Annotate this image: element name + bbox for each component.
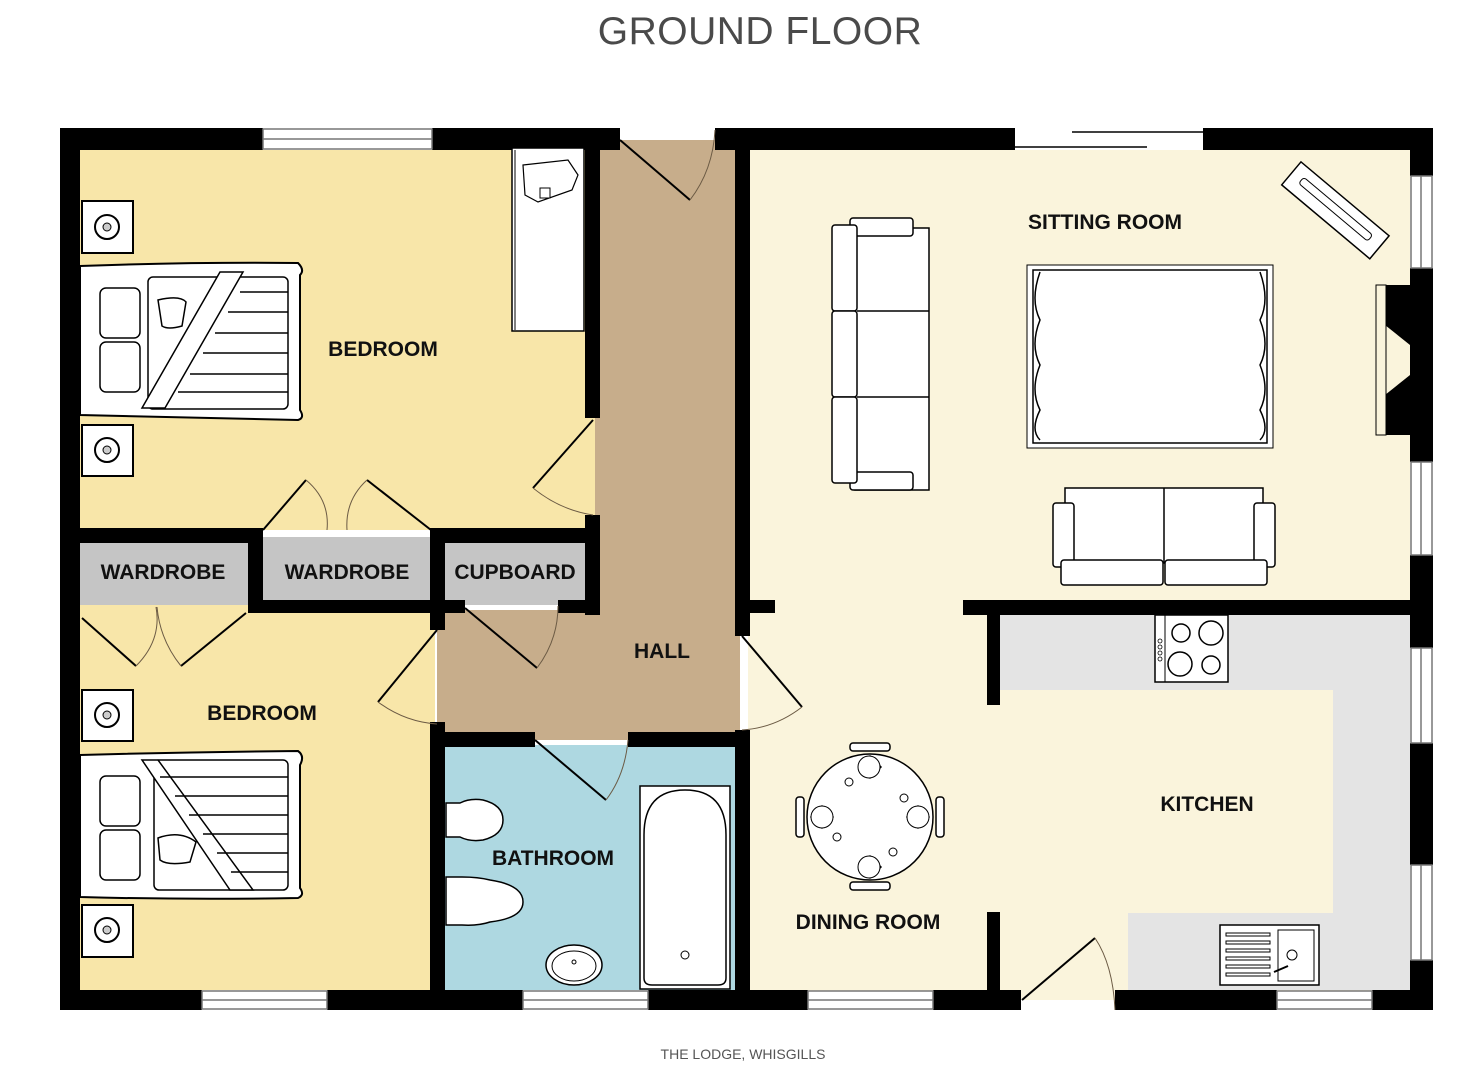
floor-title: GROUND FLOOR xyxy=(597,10,923,53)
kitchen-worktop xyxy=(1000,615,1410,990)
bathroom-door xyxy=(534,739,629,801)
room-label-bedroom-1: BEDROOM xyxy=(328,338,438,361)
dining-door xyxy=(741,635,803,731)
wardrobe1-doors xyxy=(81,606,247,667)
window-sitting-right-1 xyxy=(1410,175,1433,269)
dining-table-icon xyxy=(795,742,945,891)
doors xyxy=(81,129,1116,1011)
bedside-table-icon xyxy=(81,200,134,254)
cupboard-floor xyxy=(445,543,585,605)
bedroom1-door xyxy=(532,419,594,516)
wardrobe2-doors xyxy=(262,479,432,531)
three-seat-sofa-icon xyxy=(831,217,930,491)
walls xyxy=(60,128,1433,1010)
window-dining-bottom xyxy=(807,990,934,1010)
fireplace-hearth xyxy=(1375,284,1387,436)
toilet-icon xyxy=(445,876,524,926)
double-bed-icon xyxy=(79,261,304,422)
room-label-sitting-room: SITTING ROOM xyxy=(1028,211,1182,234)
bidet-icon xyxy=(445,798,504,842)
bedside-table-icon xyxy=(81,689,134,742)
window-bedroom1-top xyxy=(262,128,433,150)
two-seat-sofa-icon xyxy=(1052,487,1276,586)
sliding-door xyxy=(1015,131,1203,148)
double-bed-icon xyxy=(79,749,304,900)
cupboard-door xyxy=(464,605,559,669)
room-label-cupboard: CUPBOARD xyxy=(454,561,576,584)
window-bedroom2-bottom xyxy=(201,990,328,1010)
front-door xyxy=(619,129,716,201)
tv-unit-icon xyxy=(1280,160,1391,260)
hall-floor-lower xyxy=(437,610,740,740)
window-bathroom-bottom xyxy=(522,990,649,1010)
wardrobe-2-floor xyxy=(263,537,431,600)
bathtub-icon xyxy=(639,785,731,990)
room-label-dining-room: DINING ROOM xyxy=(795,911,941,934)
bedside-table-icon xyxy=(81,904,134,958)
wardrobe-1-floor xyxy=(80,543,248,605)
window-kitchen-right-2 xyxy=(1410,864,1433,961)
room-label-kitchen: KITCHEN xyxy=(1160,793,1254,816)
bedroom2-door xyxy=(377,629,438,725)
windows xyxy=(201,128,1433,1010)
hob-icon xyxy=(1154,614,1229,683)
room-label-wardrobe-2: WARDROBE xyxy=(284,561,410,584)
kitchen-sink-icon xyxy=(1219,924,1320,986)
room-label-bedroom-2: BEDROOM xyxy=(207,702,317,725)
window-sitting-right-2 xyxy=(1410,461,1433,556)
room-label-bathroom: BATHROOM xyxy=(491,847,615,870)
desk-icon xyxy=(511,147,585,332)
rug-icon xyxy=(1026,264,1274,449)
back-door xyxy=(1021,937,1116,1011)
window-kitchen-bottom xyxy=(1276,990,1373,1010)
window-kitchen-right-1 xyxy=(1410,647,1433,744)
property-caption: THE LODGE, WHISGILLS xyxy=(660,1046,826,1062)
sink-icon xyxy=(545,944,603,986)
room-label-hall: HALL xyxy=(634,640,690,663)
bedside-table-icon xyxy=(81,424,134,477)
room-label-wardrobe-1: WARDROBE xyxy=(100,561,226,584)
furniture xyxy=(79,147,1391,990)
